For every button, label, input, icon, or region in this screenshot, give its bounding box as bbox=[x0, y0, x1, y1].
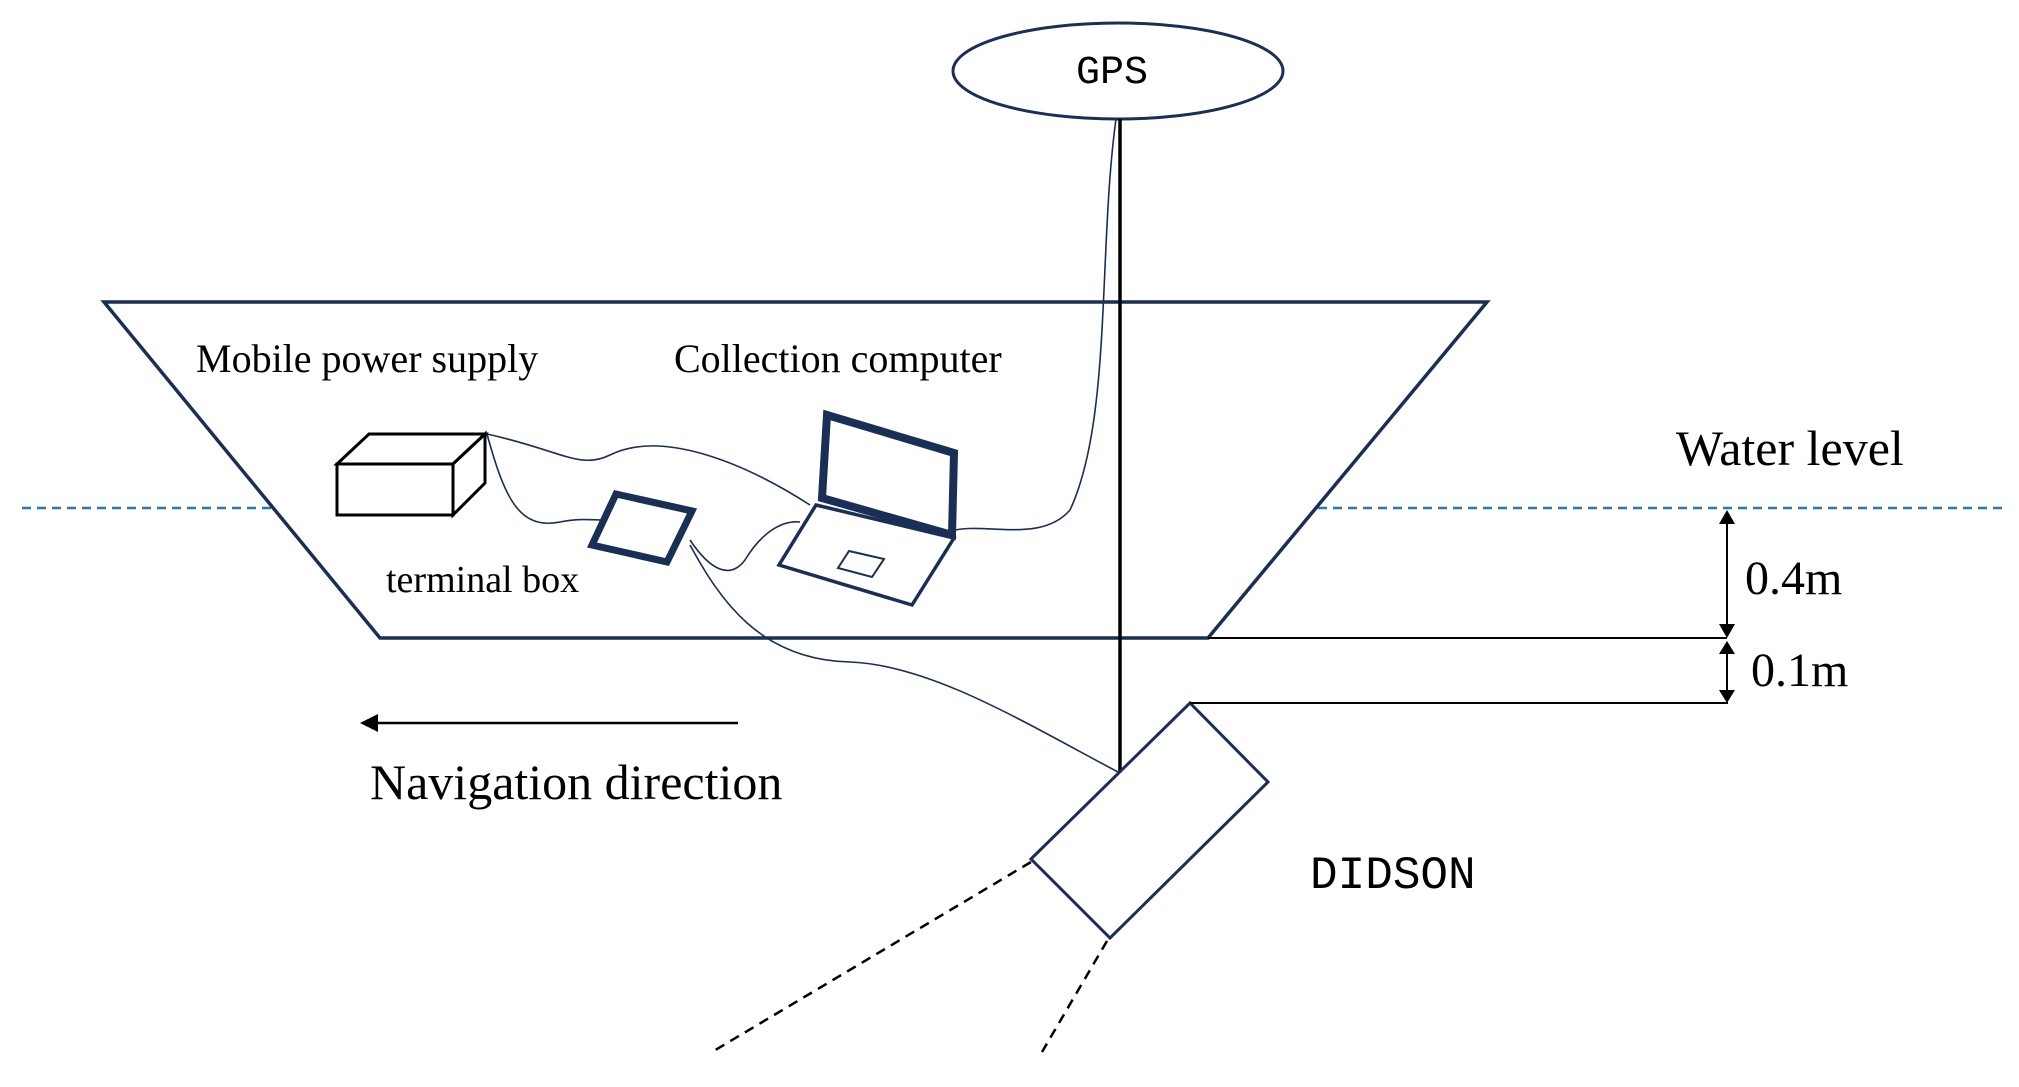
cable-power-to-computer bbox=[486, 433, 811, 506]
didson-sonar-box bbox=[1028, 700, 1271, 941]
laptop-icon bbox=[776, 409, 959, 608]
navigation-direction-label: Navigation direction bbox=[370, 754, 782, 810]
sonar-beam-left bbox=[711, 860, 1032, 1054]
depth-label-upper: 0.4m bbox=[1745, 552, 1842, 605]
mobile-power-supply-icon bbox=[333, 430, 489, 519]
terminal-box-label: terminal box bbox=[386, 559, 579, 601]
terminal-box-icon bbox=[586, 489, 698, 567]
cable-power-to-terminal-box bbox=[486, 433, 604, 525]
mobile-power-supply-label: Mobile power supply bbox=[196, 336, 538, 381]
cable-terminal-box-to-didson bbox=[689, 544, 1119, 773]
cable-terminal-box-to-computer bbox=[689, 521, 801, 572]
gps-label: GPS bbox=[1076, 51, 1148, 96]
cable-gps-to-computer bbox=[947, 118, 1117, 533]
collection-computer-label: Collection computer bbox=[674, 336, 1002, 381]
didson-label: DIDSON bbox=[1310, 850, 1476, 902]
depth-label-lower: 0.1m bbox=[1751, 644, 1848, 697]
gps-antenna bbox=[951, 21, 1285, 121]
water-level-label: Water level bbox=[1676, 420, 1904, 476]
sonar-beam-right bbox=[1040, 940, 1109, 1053]
